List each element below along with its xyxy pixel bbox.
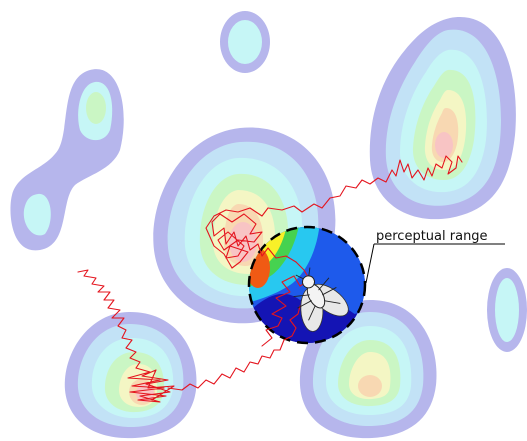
movement-trajectory [77,155,463,403]
contour-upper-right [369,17,516,220]
perceptual-range-annotation: perceptual range [365,229,505,284]
perceptual-range-circle [247,225,367,345]
contour-center [153,127,336,324]
contour-far-right [487,268,527,352]
resource-landscape [10,11,527,439]
contour-left [10,69,124,251]
annotation-leader [365,243,375,284]
perceptual-range-label: perceptual range [376,229,488,244]
fly-icon [293,267,349,332]
contour-top-small [220,11,270,73]
contour-bottom-left [64,312,197,439]
